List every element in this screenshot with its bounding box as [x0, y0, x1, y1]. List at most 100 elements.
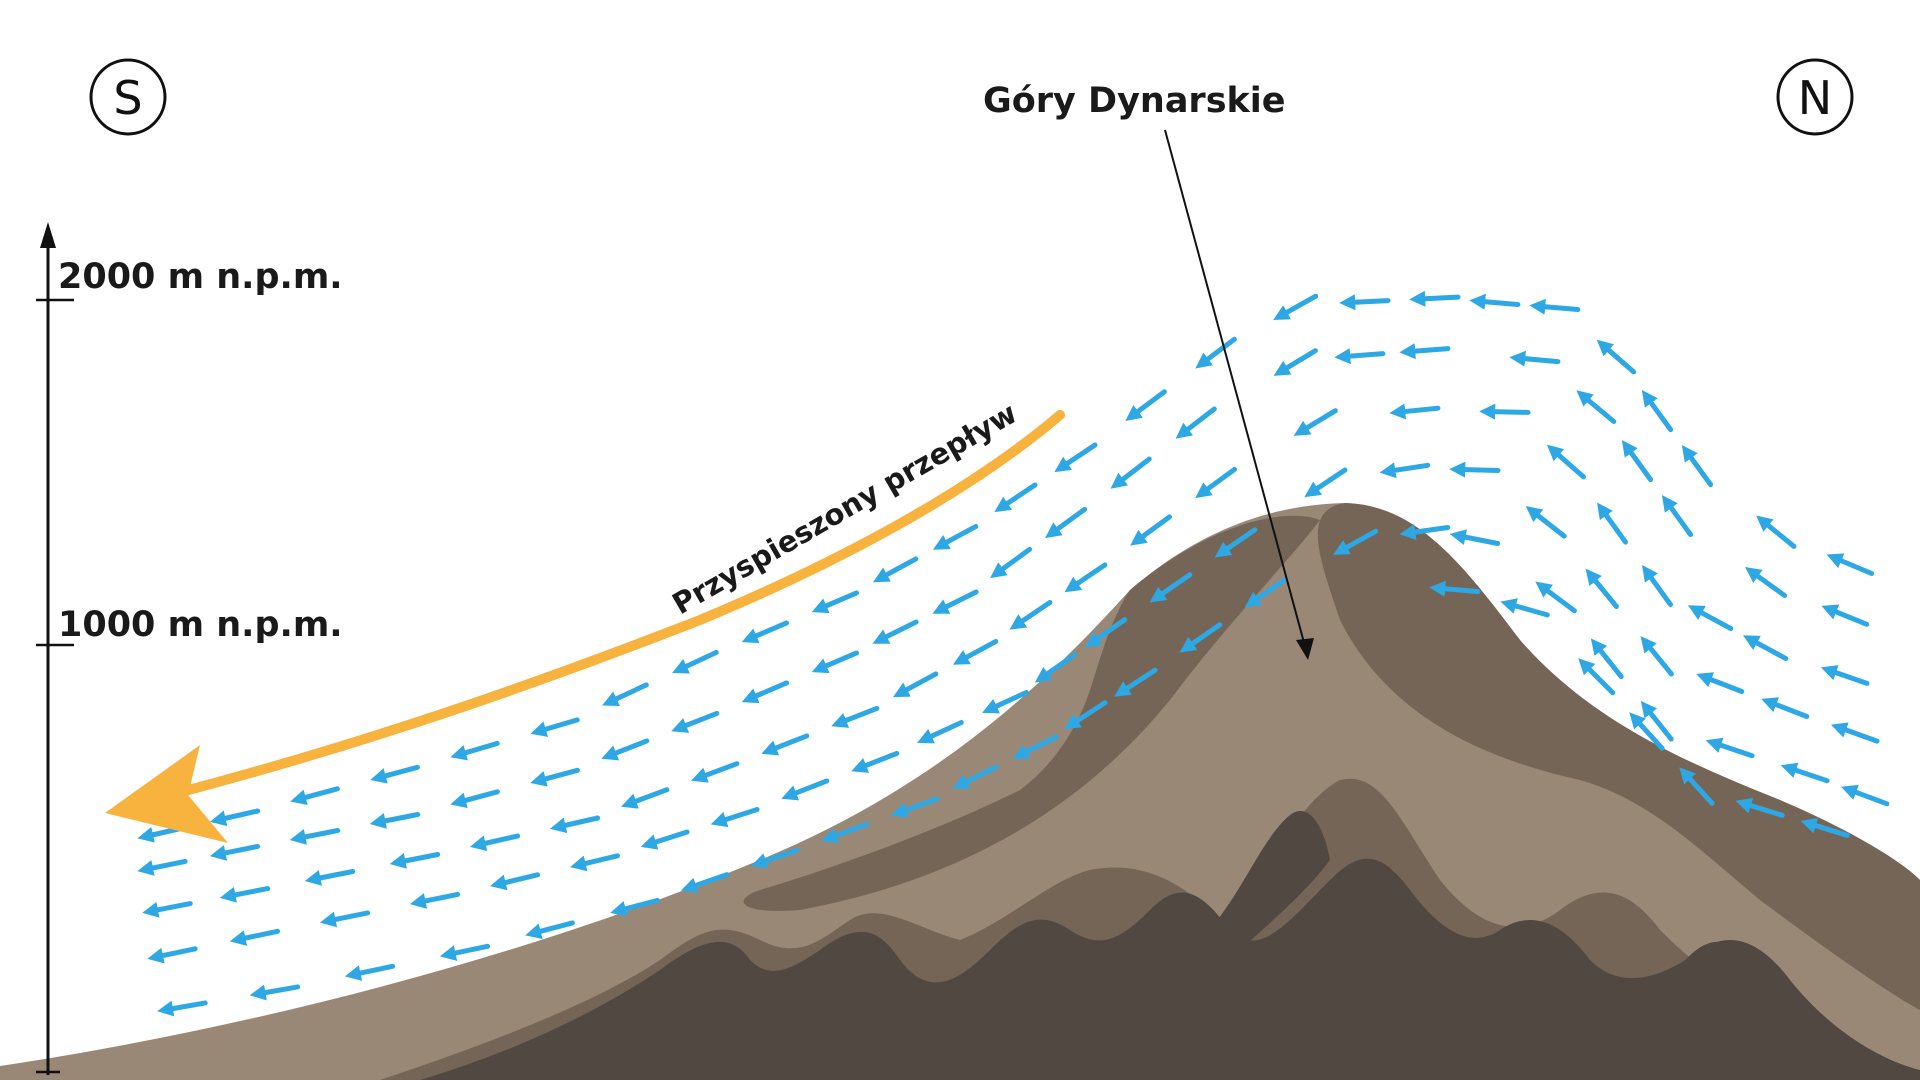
wind-arrow: [1621, 440, 1654, 483]
wind-arrow: [831, 705, 880, 728]
wind-arrow: [982, 690, 1029, 714]
flow-label: Przyspieszony przepływ: [667, 396, 1023, 621]
wind-arrow: [450, 789, 500, 809]
wind-arrow: [1546, 444, 1586, 480]
wind-arrow: [781, 778, 830, 801]
wind-arrow: [761, 733, 810, 756]
wind-arrow: [1687, 605, 1734, 632]
wind-arrow: [209, 843, 261, 861]
wind-arrow: [1578, 658, 1616, 696]
compass-north-letter: N: [1798, 71, 1832, 125]
wind-arrow: [1469, 293, 1521, 310]
altitude-axis: 2000 m n.p.m. 1000 m n.p.m.: [36, 222, 343, 1075]
wind-arrow: [851, 750, 900, 773]
mountain-dark-peak-right: [1670, 941, 1800, 1040]
wind-arrow: [1576, 390, 1617, 424]
wind-arrow: [932, 589, 979, 614]
wind-arrow: [525, 920, 575, 940]
wind-arrow: [691, 761, 740, 783]
wind-arrow: [1179, 622, 1223, 653]
wind-arrow: [750, 847, 800, 869]
wind-arrow: [610, 897, 660, 917]
wind-arrow: [872, 556, 919, 583]
accelerated-flow-line: [165, 410, 1065, 800]
wind-arrow: [1640, 636, 1674, 677]
wind-arrow: [147, 946, 198, 964]
wind-arrow: [932, 523, 979, 550]
mountain-leader-arrowhead: [1296, 638, 1314, 660]
wind-arrow: [1034, 652, 1078, 683]
altitude-label-2000: 2000 m n.p.m.: [58, 257, 343, 297]
wind-arrow: [1696, 672, 1745, 694]
compass-north: N: [1776, 58, 1854, 136]
wind-arrow: [741, 680, 789, 704]
wind-arrow: [994, 482, 1038, 513]
wind-arrow: [469, 833, 521, 852]
wind-arrow: [1641, 390, 1674, 433]
wind-arrow: [990, 546, 1033, 579]
altitude-axis-arrowhead: [40, 222, 56, 248]
wind-arrow: [1084, 617, 1128, 648]
wind-arrow: [549, 815, 601, 834]
wind-arrow: [1742, 635, 1789, 662]
wind-arrow: [891, 796, 940, 818]
wind-arrow: [530, 717, 580, 737]
wind-arrow: [1509, 350, 1561, 367]
wind-arrow: [1333, 528, 1379, 555]
wind-arrow: [370, 764, 420, 784]
wind-arrow: [1195, 336, 1237, 369]
wind-arrow: [1820, 665, 1870, 686]
wind-arrow: [530, 767, 580, 787]
wind-arrow: [680, 872, 730, 893]
wind-arrow: [1449, 461, 1501, 478]
wind-arrow: [1064, 700, 1108, 730]
wind-arrow: [219, 886, 271, 903]
wind-arrow: [229, 928, 281, 946]
wind-arrow: [1525, 506, 1567, 539]
wind-arrow: [157, 1000, 208, 1017]
wind-arrow: [490, 872, 540, 891]
wind-arrow: [952, 764, 999, 789]
wind-arrow: [1529, 298, 1581, 315]
wind-arrow: [137, 858, 188, 876]
compass-south-circle: [89, 58, 167, 136]
wind-arrow: [1535, 581, 1577, 614]
wind-arrow: [1800, 817, 1850, 838]
mountain-dark-peak-center: [1200, 811, 1330, 960]
wind-arrow: [1841, 784, 1890, 807]
wind-arrow: [671, 710, 720, 733]
wind-arrow: [1705, 737, 1755, 759]
compass-south: S: [89, 58, 167, 136]
wind-arrow: [1821, 604, 1870, 627]
wind-arrow: [1175, 406, 1217, 439]
wind-arrow: [1045, 506, 1088, 539]
wind-arrow: [1244, 577, 1288, 608]
mountain-label: Góry Dynarskie: [983, 81, 1286, 121]
wind-arrow: [1449, 529, 1501, 546]
altitude-label-1000: 1000 m n.p.m.: [58, 605, 343, 645]
wind-arrow: [1429, 580, 1481, 597]
compass-north-circle: [1776, 58, 1854, 136]
wind-arrow: [640, 829, 690, 850]
wind-arrow: [811, 650, 859, 674]
wind-arrow: [1304, 467, 1348, 498]
wind-arrow: [1214, 527, 1258, 558]
wind-arrow: [1756, 515, 1797, 549]
wind-arrow: [1590, 638, 1624, 680]
wind-arrow: [409, 891, 461, 909]
wind-arrow: [1640, 700, 1674, 742]
wind-arrow: [1273, 348, 1318, 376]
wind-arrow: [249, 984, 301, 1001]
mountain-ridge-shadow: [1317, 503, 1920, 1010]
wind-arrow: [1479, 403, 1531, 420]
wind-arrow: [1830, 722, 1880, 744]
wind-arrow: [1054, 442, 1098, 473]
wind-arrow: [389, 852, 441, 869]
mountain-front-slope: [743, 515, 1320, 911]
wind-arrow: [1681, 445, 1714, 488]
wind-flow-arrows: [137, 290, 1890, 1017]
wind-arrow: [570, 853, 620, 872]
accelerated-flow-arrowhead: [105, 745, 228, 843]
wind-arrow: [1399, 343, 1451, 360]
wind-arrow: [1597, 502, 1628, 545]
